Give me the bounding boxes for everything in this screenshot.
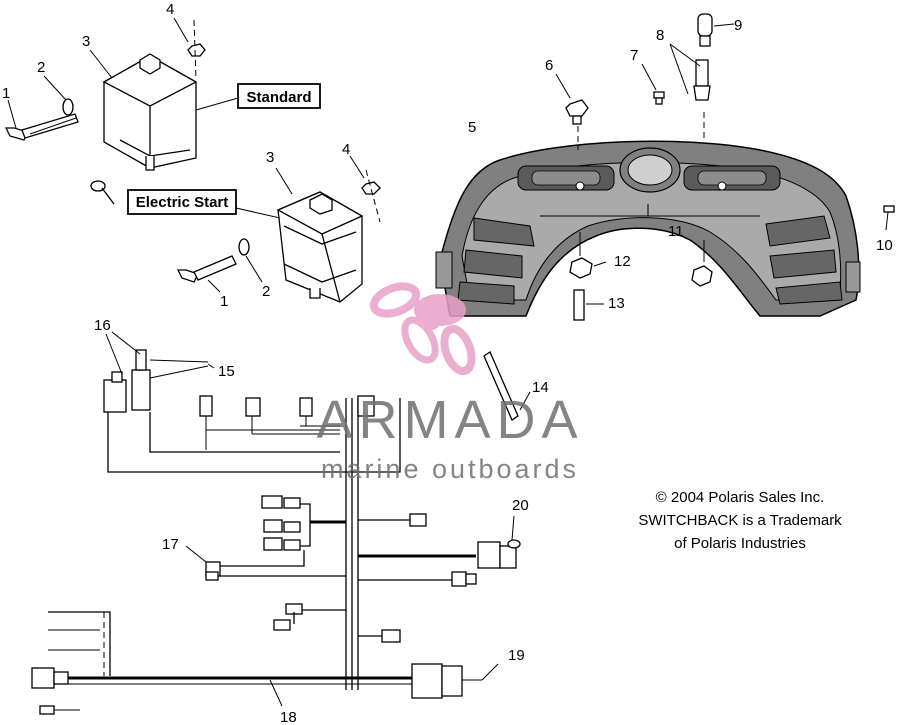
label-part-7: 7 xyxy=(630,47,638,64)
callout-electric-start: Electric Start xyxy=(127,189,237,215)
connector-part-17 xyxy=(185,545,346,581)
regulator-electric-start xyxy=(176,155,381,303)
copyright-line-3: of Polaris Industries xyxy=(674,535,806,552)
label-part-17: 17 xyxy=(162,536,179,553)
label-part-3b: 3 xyxy=(266,149,274,166)
nut-part-4b xyxy=(361,169,381,223)
connector-part-8 xyxy=(669,43,711,140)
label-part-2a: 2 xyxy=(37,59,45,76)
label-part-4b: 4 xyxy=(342,141,350,158)
connector-block-a xyxy=(199,395,213,417)
propeller-icon xyxy=(369,282,476,376)
connector-part-20 xyxy=(477,515,521,569)
bolt-part-1a xyxy=(4,113,79,141)
washer-part-2b xyxy=(238,238,250,256)
copyright-line-1: © 2004 Polaris Sales Inc. xyxy=(655,489,825,506)
callout-electric-start-label: Electric Start xyxy=(136,194,229,211)
connector-block-b xyxy=(245,397,261,417)
label-part-4a: 4 xyxy=(166,1,174,18)
callout-standard: Standard xyxy=(237,83,321,109)
label-part-3a: 3 xyxy=(82,33,90,50)
connector-block-c xyxy=(299,397,313,417)
regulator-standard xyxy=(4,17,239,205)
label-part-12: 12 xyxy=(614,253,631,270)
watermark-logo: ARMADA marine outboards xyxy=(316,282,583,484)
label-part-20: 20 xyxy=(512,497,529,514)
label-part-1b: 1 xyxy=(220,293,228,310)
label-part-8: 8 xyxy=(656,27,664,44)
label-part-15: 15 xyxy=(218,363,235,380)
wiring-harness-part-18 xyxy=(31,331,521,715)
label-part-9: 9 xyxy=(734,17,742,34)
regulator-box-3b xyxy=(276,191,364,303)
connector-part-19 xyxy=(411,663,499,699)
fuse-part-13 xyxy=(573,289,604,321)
grommet-part-11 xyxy=(691,240,713,287)
fastener-part-6 xyxy=(555,73,589,150)
label-part-16: 16 xyxy=(94,317,111,334)
label-part-11: 11 xyxy=(668,223,684,240)
callout-standard-label: Standard xyxy=(246,89,311,106)
plug-part-9 xyxy=(697,13,735,47)
label-part-19: 19 xyxy=(508,647,525,664)
label-part-10: 10 xyxy=(876,237,893,254)
nut-part-4a xyxy=(187,19,206,81)
ring-terminal-a xyxy=(90,180,115,205)
label-part-1a: 1 xyxy=(2,85,10,102)
copyright-notice: © 2004 Polaris Sales Inc. SWITCHBACK is … xyxy=(620,486,860,555)
screw-part-10 xyxy=(883,205,895,231)
bolt-part-1b xyxy=(176,255,237,283)
label-part-14: 14 xyxy=(532,379,549,396)
bottom-left-connectors xyxy=(31,611,111,715)
dash-panel-part-5 xyxy=(435,140,861,317)
watermark-word: ARMADA xyxy=(316,390,583,450)
label-part-6: 6 xyxy=(545,57,553,74)
label-part-5: 5 xyxy=(468,119,476,136)
washer-part-2a xyxy=(62,98,74,116)
switch-assembly-part-15 xyxy=(103,349,215,413)
label-part-2b: 2 xyxy=(262,283,270,300)
connector-block-d xyxy=(357,395,375,417)
screw-part-7 xyxy=(641,63,665,105)
copyright-line-2: SWITCHBACK is a Trademark xyxy=(638,512,842,529)
watermark-subtitle: marine outboards xyxy=(321,454,579,484)
regulator-box-3a xyxy=(102,53,198,171)
label-part-18: 18 xyxy=(280,709,297,725)
label-part-13: 13 xyxy=(608,295,625,312)
antenna-part-14 xyxy=(483,351,531,421)
grommet-part-12 xyxy=(569,232,607,279)
